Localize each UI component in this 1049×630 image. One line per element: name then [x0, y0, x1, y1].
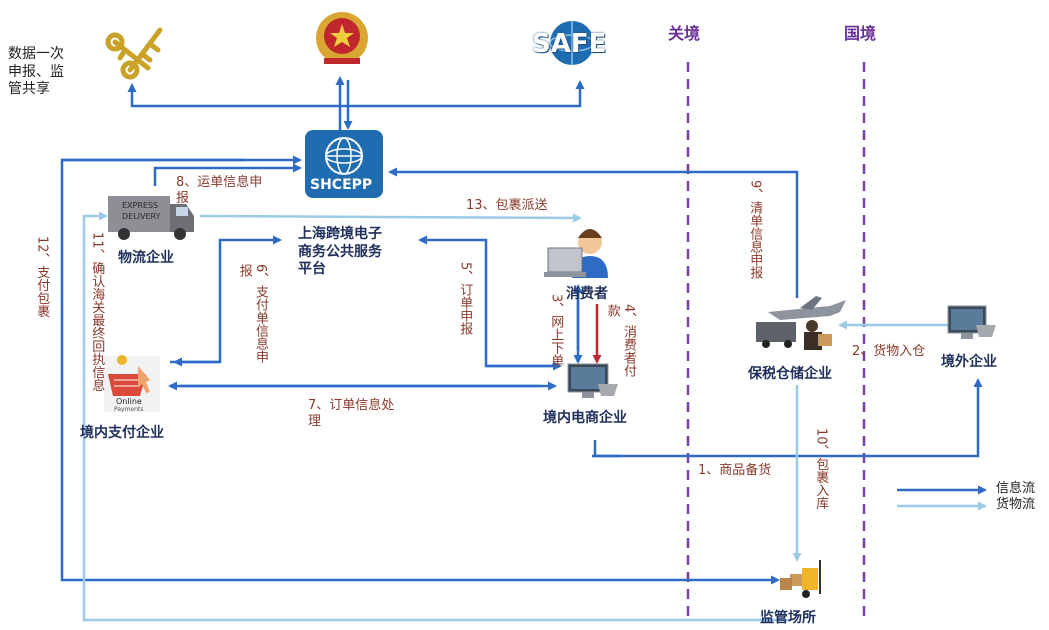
safe-logo-text: SAFE: [532, 29, 607, 59]
arrow-step-13: [199, 213, 582, 223]
safe-globe-icon: [549, 21, 595, 65]
overseas-computer-icon: [947, 305, 996, 339]
step-10-label: 10、包裹入库: [813, 428, 829, 510]
arrow-step-5: [418, 235, 560, 368]
platform-name: 上海跨境电子 商务公共服务 平台: [298, 226, 382, 277]
platform-to-agencies-arrows: [127, 76, 585, 130]
step-3-label: 3、网上下单: [548, 294, 564, 368]
ecommerce-computer-icon: [567, 363, 618, 398]
step-5-label: 5、订单申报: [457, 262, 473, 336]
forklift-icon: [780, 560, 821, 598]
consumer-icon: [544, 229, 608, 278]
payment-label: 境内支付企业: [80, 425, 164, 441]
arrow-step-11: [82, 211, 790, 622]
arrow-step-1: [593, 378, 983, 458]
data-share-note: 数据一次 申报、监 管共享: [8, 46, 64, 97]
ecommerce-label: 境内电商企业: [543, 410, 627, 426]
step-11-label: 11、确认海关最终回执信息: [89, 232, 105, 392]
payment-logo-online: Online: [116, 397, 142, 406]
logistics-label: 物流企业: [118, 250, 174, 266]
legend-goods-label: 货物流: [996, 497, 1036, 512]
arrow-step-8: [153, 163, 302, 186]
bonded-warehouse-icon: [756, 296, 846, 350]
customs-keys-icon: [105, 27, 163, 80]
step-2-label: 2、货物入仓: [852, 344, 926, 359]
arrow-step-9: [388, 167, 799, 298]
step-6-label: 6、支付单信息申报: [236, 264, 268, 364]
national-emblem-icon: [316, 12, 368, 64]
online-payment-icon: [104, 355, 160, 412]
step-4-label: 4、消费者付款: [604, 304, 636, 378]
payment-logo-payments: Payments: [114, 406, 144, 413]
national-border-label: 国境: [844, 24, 877, 43]
step-12-label: 12、支付包裹: [34, 236, 50, 318]
legend-info-label: 信息流: [996, 481, 1036, 496]
customs-border-label: 关境: [668, 24, 701, 43]
shcepp-logo-text: SHCEPP: [310, 177, 373, 193]
bonded-label: 保税仓储企业: [748, 366, 832, 382]
step-9-label: 9、清单信息申报: [747, 180, 763, 280]
supervision-label: 监管场所: [760, 610, 816, 626]
delivery-truck-icon: [108, 196, 194, 240]
shcepp-logo-icon: [305, 130, 383, 198]
truck-text-delivery: DELIVERY: [122, 212, 161, 221]
step-7-label: 7、订单信息处 理: [308, 398, 395, 430]
overseas-label: 境外企业: [941, 354, 997, 370]
step-1-label: 1、商品备货: [698, 463, 772, 478]
truck-text-express: EXPRESS: [122, 201, 159, 210]
consumer-label: 消费者: [566, 286, 608, 302]
step-8-label: 8、运单信息申 报: [176, 175, 263, 207]
step-13-label: 13、包裹派送: [466, 198, 548, 213]
